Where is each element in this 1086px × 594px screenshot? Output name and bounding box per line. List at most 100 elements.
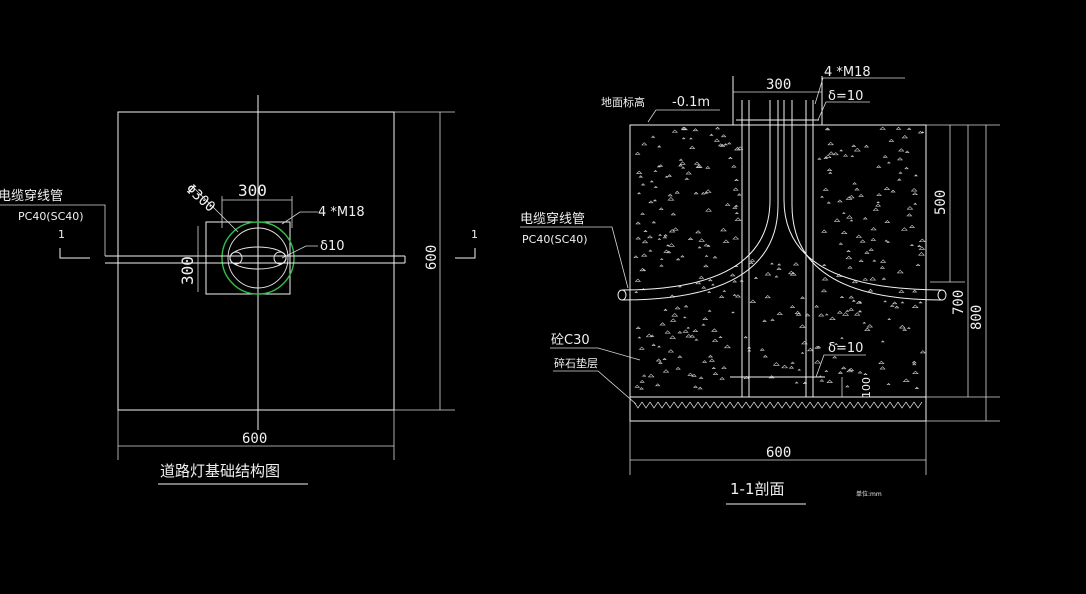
speckle (634, 151, 641, 155)
gravel-mark (753, 401, 763, 409)
gravel-mark (665, 401, 675, 409)
speckle (656, 165, 661, 168)
speckle (906, 127, 912, 130)
speckle (824, 370, 829, 372)
plan-dim-600-bottom: 600 (242, 431, 267, 447)
plan-cable-label: 电缆穿线管 (0, 188, 63, 204)
speckle (695, 230, 702, 234)
speckle (879, 126, 886, 130)
speckle (868, 248, 874, 251)
speckle (774, 275, 779, 278)
plan-dim-phi: Φ300 (182, 181, 218, 215)
gravel-mark (897, 401, 907, 409)
speckle (702, 360, 708, 363)
speckle (689, 145, 696, 149)
speckle (912, 363, 917, 366)
speckle (640, 253, 648, 257)
speckle (840, 230, 848, 234)
speckle (732, 293, 737, 296)
speckle (678, 164, 683, 167)
speckle (672, 227, 679, 231)
speckle (876, 193, 882, 196)
speckle (664, 330, 671, 334)
speckle (659, 258, 664, 260)
unit-note: 单位:mm (856, 490, 882, 498)
speckle (704, 189, 712, 193)
speckle (651, 135, 656, 138)
speckle (787, 270, 795, 275)
speckle (698, 275, 705, 279)
speckle (648, 200, 654, 204)
speckle (700, 191, 706, 195)
speckle (845, 255, 853, 260)
speckle (898, 289, 905, 293)
speckle (708, 278, 713, 282)
speckle (919, 350, 926, 354)
section-plate-bottom: δ=10 (828, 341, 863, 356)
speckle (649, 334, 655, 337)
section-dim-500: 500 (933, 190, 949, 215)
speckle (662, 369, 670, 373)
section-cable-label: 电缆穿线管 (520, 211, 585, 227)
speckle (849, 219, 854, 222)
speckle (883, 300, 887, 303)
speckle (887, 318, 892, 320)
gravel-mark (801, 401, 811, 409)
speckle (696, 165, 702, 169)
section-dim-700: 700 (951, 290, 967, 315)
speckle (862, 321, 867, 324)
speckle (711, 328, 718, 332)
speckle (648, 249, 653, 252)
speckle (917, 251, 925, 256)
plan-cable-spec: PC40(SC40) (18, 210, 84, 223)
speckle (804, 313, 811, 317)
speckle (799, 324, 806, 328)
speckle (711, 338, 719, 342)
speckle (734, 212, 739, 215)
speckle (639, 387, 644, 390)
speckle (864, 327, 871, 331)
speckle (634, 384, 641, 388)
speckle (711, 366, 716, 369)
speckle (697, 386, 703, 390)
speckle (825, 313, 829, 316)
speckle (852, 182, 857, 185)
speckle (901, 134, 909, 139)
speckle (888, 138, 895, 142)
speckle (800, 296, 806, 299)
speckle (913, 174, 918, 177)
plan-dim-300-top: 300 (238, 181, 267, 200)
speckle (817, 157, 822, 160)
speckle (917, 130, 923, 134)
speckle (918, 246, 926, 250)
speckle (759, 348, 765, 351)
speckle (855, 234, 862, 238)
speckle (633, 255, 639, 258)
speckle (637, 192, 642, 195)
gravel-mark (825, 401, 835, 409)
speckle (839, 295, 845, 299)
speckle (734, 146, 741, 151)
speckle (826, 379, 833, 383)
speckle (762, 354, 768, 358)
speckle (842, 154, 849, 157)
speckle (689, 137, 693, 140)
speckle (906, 327, 911, 329)
speckle (734, 294, 742, 298)
speckle (664, 175, 669, 178)
speckle (643, 229, 648, 232)
conduit-right-1 (783, 100, 943, 291)
conduit-left-1 (621, 100, 771, 291)
section-plate-top: δ=10 (828, 89, 863, 104)
gravel-mark (777, 401, 787, 409)
gravel-mark (697, 401, 707, 409)
speckle (794, 381, 799, 384)
anchor-circle-inner (227, 227, 289, 289)
speckle (882, 154, 888, 158)
speckle (821, 277, 829, 281)
speckle (679, 161, 686, 165)
speckle (736, 146, 744, 150)
speckle (720, 227, 727, 232)
plan-dim-300-left: 300 (178, 256, 197, 285)
speckle (911, 360, 917, 364)
